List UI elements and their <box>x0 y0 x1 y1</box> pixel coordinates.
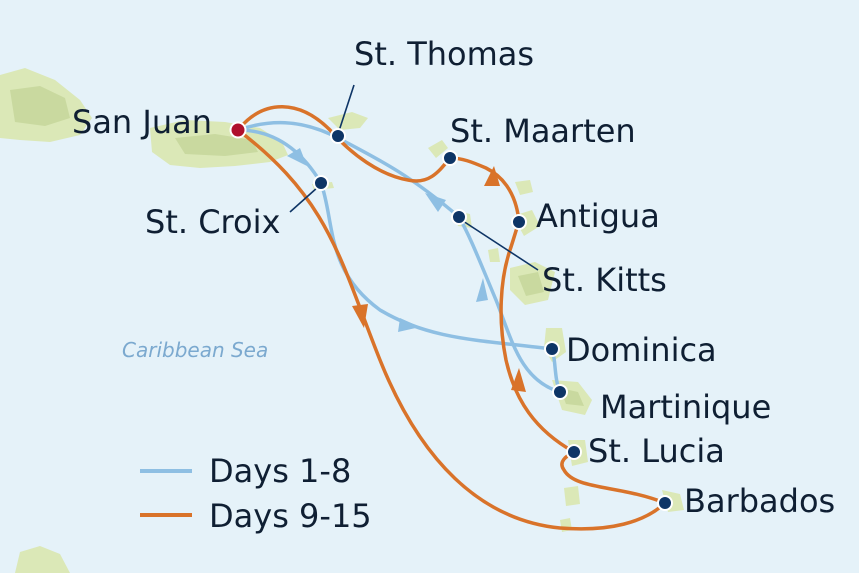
route-segment-sanjuan-stcroix <box>236 128 323 185</box>
island-st-vincent <box>564 486 580 506</box>
island-montserrat <box>488 248 500 262</box>
route-arrow-icon <box>398 318 420 332</box>
route-segment-stlucia-antigua <box>499 220 576 454</box>
route-segment-antigua-stmaarten <box>448 156 521 224</box>
route-days-1-8-arrows <box>287 148 488 332</box>
route-days-9-15 <box>236 105 667 531</box>
route-segment-martinique-stkitts <box>457 215 562 394</box>
route-arrow-icon <box>484 166 500 186</box>
route-segment-stmaarten-sanjuan <box>236 105 452 183</box>
legend-label-days-9-15: Days 9-15 <box>209 497 372 535</box>
leader-line-st-thomas <box>337 84 355 135</box>
route-arrow-icon <box>511 368 526 392</box>
relief-guadeloupe <box>518 272 544 296</box>
route-segment-stcroix-dominica <box>319 181 554 351</box>
port-label-dominica: Dominica <box>566 331 717 369</box>
port-marker-dominica[interactable] <box>544 341 560 357</box>
port-marker-st-thomas[interactable] <box>330 128 346 144</box>
port-markers <box>229 121 673 511</box>
route-segment-stthomas-sanjuan <box>236 120 340 140</box>
route-days-1-8 <box>236 120 562 394</box>
port-label-st-thomas: St. Thomas <box>354 35 534 73</box>
route-arrow-icon <box>476 278 488 302</box>
leader-line-st-croix <box>289 186 319 213</box>
port-label-barbados: Barbados <box>684 482 835 520</box>
island-barbuda <box>515 180 533 195</box>
port-marker-st-kitts[interactable] <box>451 209 467 225</box>
port-marker-st-lucia[interactable] <box>566 444 582 460</box>
route-days-9-15-arrows <box>352 166 526 392</box>
route-arrow-icon <box>287 148 307 166</box>
route-arrow-icon <box>425 193 446 212</box>
leader-lines <box>289 84 539 271</box>
port-marker-st-maarten[interactable] <box>442 150 458 166</box>
port-labels: San Juan St. Thomas St. Croix St. Maarte… <box>72 35 835 520</box>
port-marker-st-croix[interactable] <box>313 175 329 191</box>
port-label-st-lucia: St. Lucia <box>588 432 725 470</box>
route-segment-barbados-stlucia <box>560 450 667 505</box>
relief-puerto-rico <box>175 134 258 156</box>
legend-label-days-1-8: Days 1-8 <box>209 452 351 490</box>
port-marker-martinique[interactable] <box>552 384 568 400</box>
relief-hispaniola <box>10 86 70 126</box>
legend: Days 1-8 Days 9-15 <box>140 452 372 535</box>
port-marker-antigua[interactable] <box>511 214 527 230</box>
port-marker-barbados[interactable] <box>657 495 673 511</box>
island-virgin-islands <box>328 112 368 130</box>
port-label-san-juan: San Juan <box>72 103 212 141</box>
route-arrow-icon <box>352 304 368 328</box>
leader-line-st-kitts <box>462 220 539 271</box>
port-label-st-croix: St. Croix <box>145 203 280 241</box>
port-label-antigua: Antigua <box>536 197 660 235</box>
route-segment-sanjuan-barbados <box>236 128 667 531</box>
island-anguilla <box>428 140 448 158</box>
land-relief <box>10 86 584 406</box>
sea-label: Caribbean Sea <box>122 338 268 362</box>
island-south-coast <box>15 546 70 573</box>
port-label-st-maarten: St. Maarten <box>450 112 636 150</box>
port-label-st-kitts: St. Kitts <box>542 261 667 299</box>
port-label-martinique: Martinique <box>600 388 771 426</box>
port-marker-san-juan[interactable] <box>229 121 247 139</box>
